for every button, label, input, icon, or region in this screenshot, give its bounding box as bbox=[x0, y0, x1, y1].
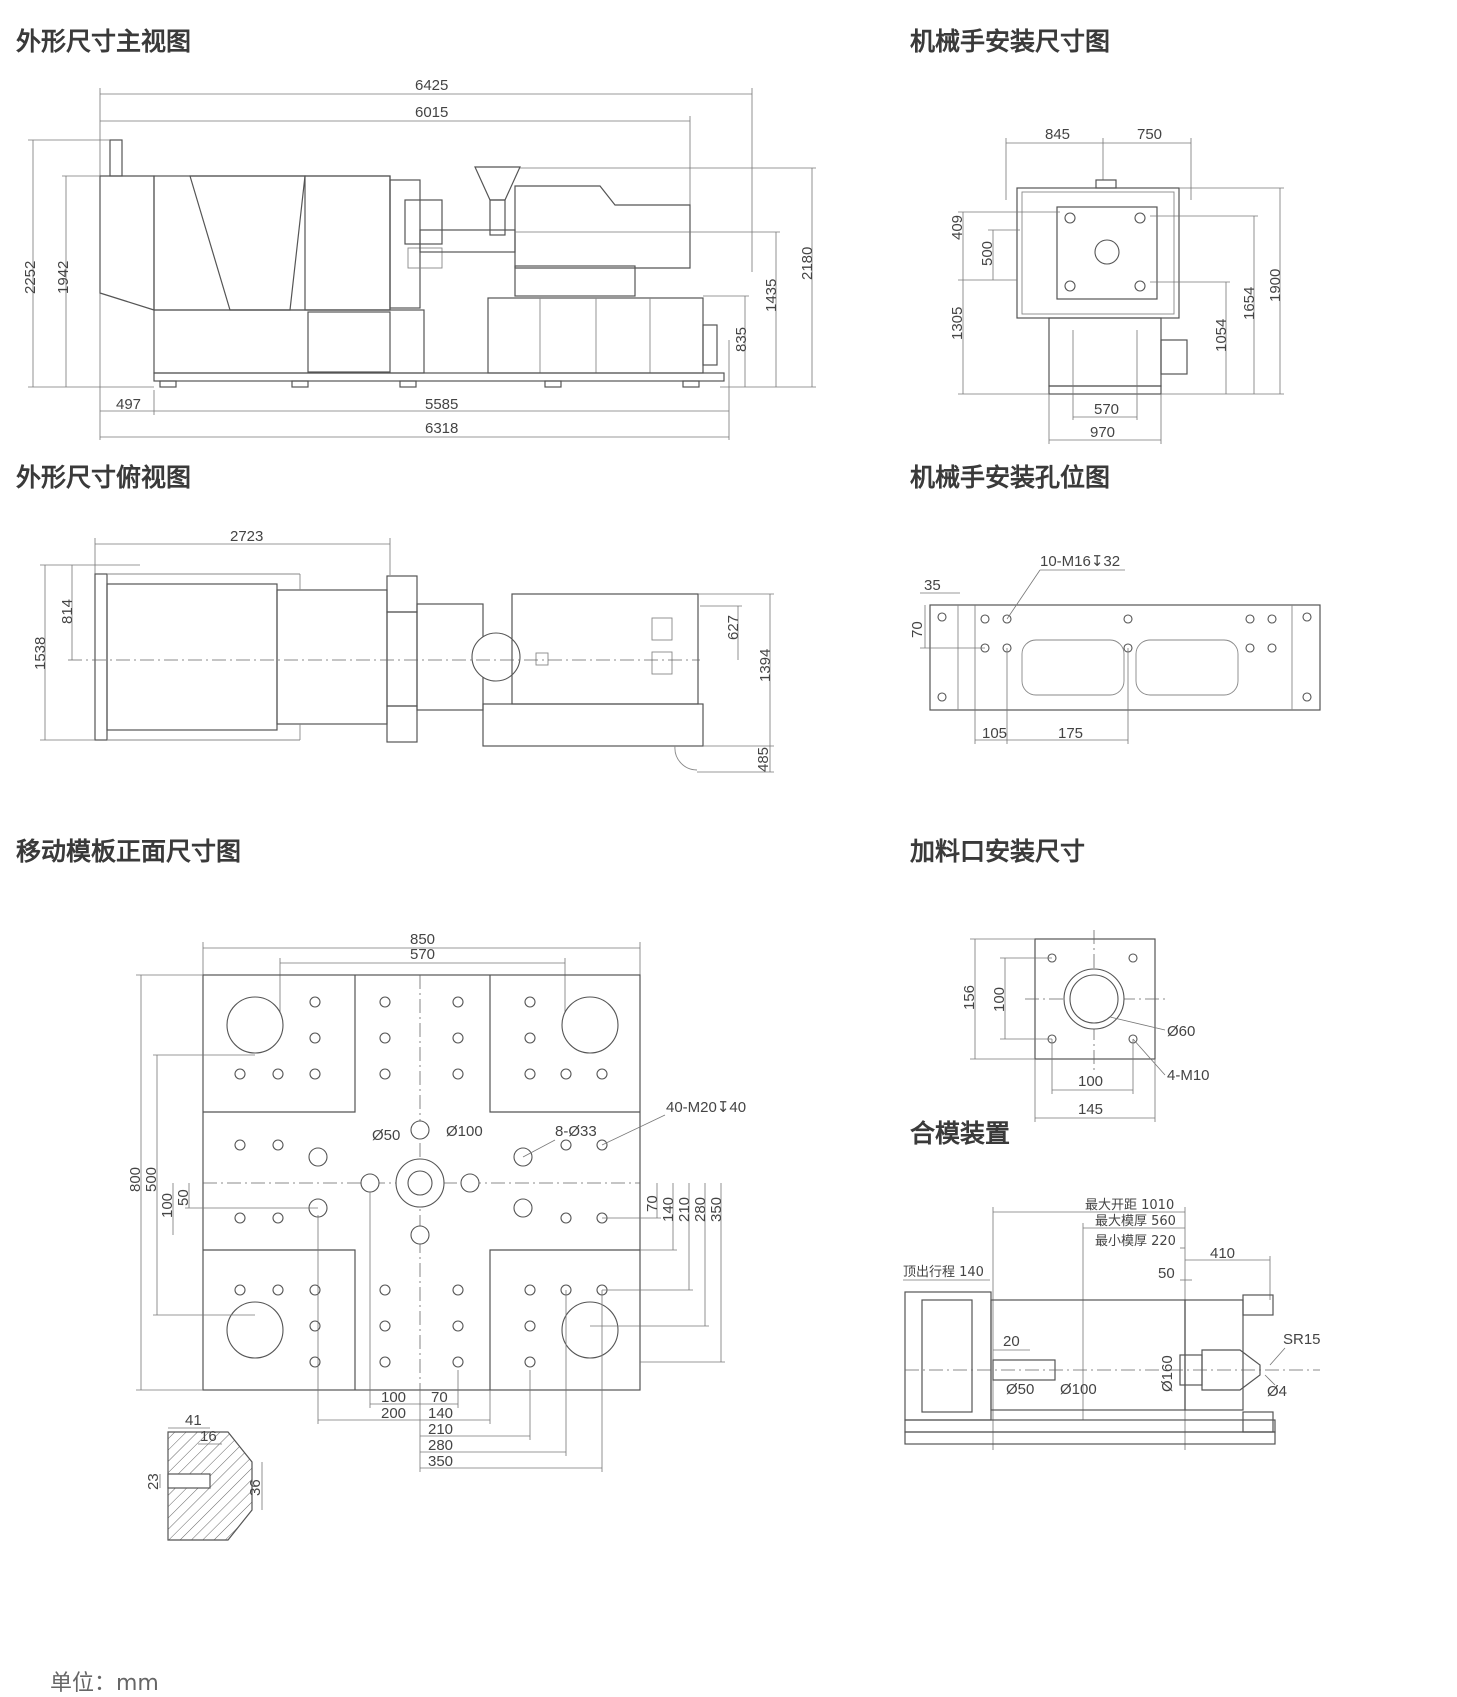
dim-b280: 280 bbox=[428, 1437, 453, 1454]
robot-holes-title: 机械手安装孔位图 bbox=[910, 463, 1111, 492]
dim-156: 156 bbox=[961, 985, 978, 1010]
label-phi60: Ø60 bbox=[1167, 1023, 1195, 1040]
label-minmold: 最小模厚 220 bbox=[1095, 1234, 1176, 1249]
dim-b100: 100 bbox=[381, 1389, 406, 1406]
dim-20: 20 bbox=[1003, 1333, 1020, 1350]
dim-500b: 500 bbox=[143, 1167, 160, 1192]
label-phi100: Ø100 bbox=[446, 1123, 483, 1140]
dim-850: 850 bbox=[410, 931, 435, 948]
front-view-drawing: 6425 6015 2252 bbox=[22, 77, 816, 440]
dim-b350: 350 bbox=[428, 1453, 453, 1470]
label-m20: 40-M20↧40 bbox=[666, 1099, 746, 1116]
dim-b200: 200 bbox=[381, 1405, 406, 1422]
label-phi50c: Ø50 bbox=[1006, 1381, 1034, 1398]
dim-5585: 5585 bbox=[425, 396, 458, 413]
dim-2252: 2252 bbox=[22, 261, 39, 294]
dim-800: 800 bbox=[127, 1167, 144, 1192]
label-open: 最大开距 1010 bbox=[1085, 1198, 1174, 1213]
label-phi4: Ø4 bbox=[1267, 1383, 1287, 1400]
dim-1435: 1435 bbox=[763, 279, 780, 312]
dim-145: 145 bbox=[1078, 1101, 1103, 1118]
robot-dims-title: 机械手安装尺寸图 bbox=[910, 27, 1111, 56]
dim-r280: 280 bbox=[692, 1197, 709, 1222]
dim-b210: 210 bbox=[428, 1421, 453, 1438]
dim-s36: 36 bbox=[247, 1479, 264, 1496]
unit-label: 单位：mm bbox=[50, 1671, 159, 1696]
dim-1654: 1654 bbox=[1241, 287, 1258, 320]
dim-s23: 23 bbox=[145, 1473, 162, 1490]
clamp-drawing: 最大开距 1010 最大模厚 560 最小模厚 220 410 50 顶出行程 … bbox=[903, 1198, 1321, 1450]
dim-835: 835 bbox=[733, 327, 750, 352]
platen-drawing: 850 570 bbox=[127, 931, 746, 1541]
label-phi100c: Ø100 bbox=[1060, 1381, 1097, 1398]
dim-1305: 1305 bbox=[949, 307, 966, 340]
dim-570b: 570 bbox=[410, 946, 435, 963]
dim-6425: 6425 bbox=[415, 77, 448, 94]
top-view-title: 外形尺寸俯视图 bbox=[16, 463, 192, 492]
label-phi50: Ø50 bbox=[372, 1127, 400, 1144]
dim-100h: 100 bbox=[1078, 1073, 1103, 1090]
robot-dims-drawing: 845 750 409 500 1305 1054 1654 1900 bbox=[949, 126, 1284, 444]
dim-105: 105 bbox=[982, 725, 1007, 742]
dim-s16: 16 bbox=[200, 1428, 217, 1445]
dim-627: 627 bbox=[725, 615, 742, 640]
dim-35: 35 bbox=[924, 577, 941, 594]
dim-970: 970 bbox=[1090, 424, 1115, 441]
dim-r70: 70 bbox=[644, 1195, 661, 1212]
top-view-drawing: 2723 1538 814 627 1394 bbox=[32, 528, 774, 773]
front-view-title: 外形尺寸主视图 bbox=[16, 27, 192, 56]
dim-70: 70 bbox=[909, 621, 926, 638]
dim-175: 175 bbox=[1058, 725, 1083, 742]
dim-500: 500 bbox=[979, 241, 996, 266]
dim-845: 845 bbox=[1045, 126, 1070, 143]
dim-1942: 1942 bbox=[55, 261, 72, 294]
label-phi160: Ø160 bbox=[1159, 1355, 1176, 1392]
dim-b70: 70 bbox=[431, 1389, 448, 1406]
label-maxmold: 最大模厚 560 bbox=[1095, 1214, 1176, 1229]
dim-50b: 50 bbox=[175, 1189, 192, 1206]
dim-1054: 1054 bbox=[1213, 319, 1230, 352]
dim-750: 750 bbox=[1137, 126, 1162, 143]
dim-1900: 1900 bbox=[1267, 269, 1284, 302]
dim-100b: 100 bbox=[159, 1193, 176, 1218]
dim-r210: 210 bbox=[676, 1197, 693, 1222]
robot-holes-drawing: 10-M16↧32 35 70 105 175 bbox=[909, 553, 1321, 744]
label-8-phi33: 8-Ø33 bbox=[555, 1123, 597, 1140]
dim-6015: 6015 bbox=[415, 104, 448, 121]
hopper-drawing: 156 100 Ø60 4-M10 100 145 bbox=[961, 930, 1210, 1122]
label-sr15: SR15 bbox=[1283, 1331, 1321, 1348]
dim-r140: 140 bbox=[660, 1197, 677, 1222]
platen-title: 移动模板正面尺寸图 bbox=[16, 837, 242, 866]
dim-2723: 2723 bbox=[230, 528, 263, 545]
dim-s41: 41 bbox=[185, 1412, 202, 1429]
dim-2180: 2180 bbox=[799, 247, 816, 280]
hole-spec: 10-M16↧32 bbox=[1040, 553, 1120, 570]
dim-100v: 100 bbox=[991, 987, 1008, 1012]
dim-1538: 1538 bbox=[32, 637, 49, 670]
dim-814: 814 bbox=[59, 599, 76, 624]
dim-1394: 1394 bbox=[757, 649, 774, 682]
dim-r350: 350 bbox=[708, 1197, 725, 1222]
dim-410: 410 bbox=[1210, 1245, 1235, 1262]
dim-497: 497 bbox=[116, 396, 141, 413]
dim-409: 409 bbox=[949, 215, 966, 240]
hopper-title: 加料口安装尺寸 bbox=[910, 837, 1086, 866]
dim-b140: 140 bbox=[428, 1405, 453, 1422]
dim-485: 485 bbox=[755, 747, 772, 772]
clamp-title: 合模装置 bbox=[910, 1119, 1011, 1148]
dim-6318: 6318 bbox=[425, 420, 458, 437]
dim-570: 570 bbox=[1094, 401, 1119, 418]
label-eject: 顶出行程 140 bbox=[903, 1265, 984, 1280]
dim-50c: 50 bbox=[1158, 1265, 1175, 1282]
label-m10: 4-M10 bbox=[1167, 1067, 1210, 1084]
